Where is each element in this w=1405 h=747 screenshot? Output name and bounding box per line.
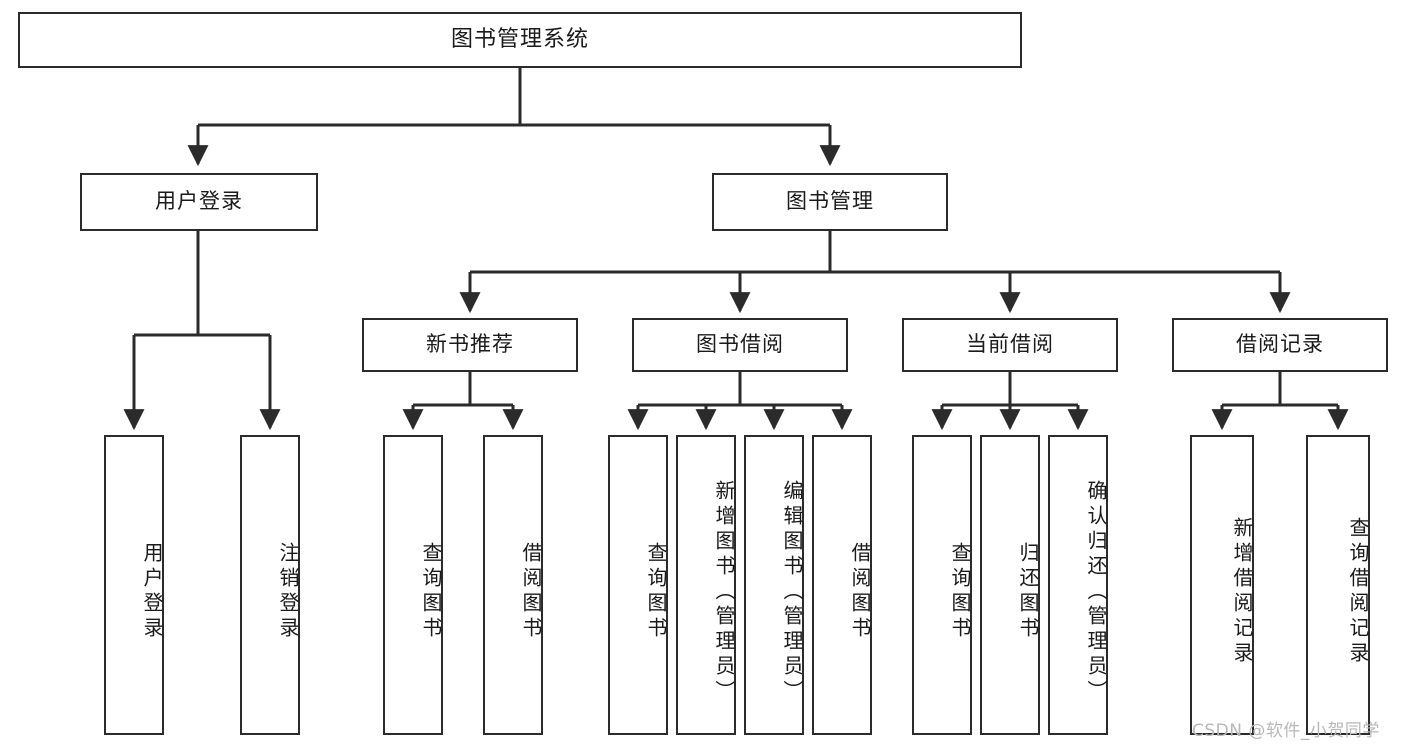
leaf-user-login-signin[interactable]: 用户登录 bbox=[104, 435, 164, 735]
leaf-current-confirm-return[interactable]: 确认归还（管理员） bbox=[1048, 435, 1108, 735]
leaf-record-add[interactable]: 新增借阅记录 bbox=[1190, 435, 1254, 735]
node-book-management[interactable]: 图书管理 bbox=[712, 173, 948, 231]
leaf-record-query[interactable]: 查询借阅记录 bbox=[1306, 435, 1370, 735]
leaf-borrow-edit-book[interactable]: 编辑图书（管理员） bbox=[744, 435, 804, 735]
node-label: 查询图书 bbox=[419, 542, 443, 642]
node-label: 确认归还（管理员） bbox=[1084, 479, 1108, 705]
node-label: 归还图书 bbox=[1016, 542, 1040, 642]
node-label: 借阅记录 bbox=[1236, 332, 1324, 357]
node-label: 新书推荐 bbox=[426, 332, 514, 357]
node-label: 用户登录 bbox=[140, 542, 164, 642]
node-label: 查询图书 bbox=[948, 542, 972, 642]
node-label: 图书管理系统 bbox=[450, 26, 589, 52]
node-root-system[interactable]: 图书管理系统 bbox=[18, 12, 1022, 68]
leaf-new-book-query[interactable]: 查询图书 bbox=[383, 435, 443, 735]
node-new-book-recommend[interactable]: 新书推荐 bbox=[362, 318, 578, 372]
node-label: 新增图书（管理员） bbox=[712, 479, 736, 705]
node-label: 注销登录 bbox=[276, 542, 300, 642]
leaf-borrow-query-book[interactable]: 查询图书 bbox=[608, 435, 668, 735]
node-label: 编辑图书（管理员） bbox=[780, 479, 804, 705]
leaf-current-return-book[interactable]: 归还图书 bbox=[980, 435, 1040, 735]
node-label: 借阅图书 bbox=[848, 542, 872, 642]
node-label: 查询借阅记录 bbox=[1346, 517, 1370, 667]
watermark-text: CSDN @软件_小贺同学 bbox=[1192, 721, 1380, 741]
node-label: 当前借阅 bbox=[966, 332, 1054, 357]
node-current-borrow[interactable]: 当前借阅 bbox=[902, 318, 1118, 372]
node-label: 图书管理 bbox=[786, 189, 874, 214]
leaf-current-query-book[interactable]: 查询图书 bbox=[912, 435, 972, 735]
node-label: 用户登录 bbox=[155, 189, 243, 214]
node-user-login[interactable]: 用户登录 bbox=[80, 173, 318, 231]
leaf-borrow-add-book[interactable]: 新增图书（管理员） bbox=[676, 435, 736, 735]
node-book-borrow[interactable]: 图书借阅 bbox=[632, 318, 848, 372]
leaf-borrow-borrow-book[interactable]: 借阅图书 bbox=[812, 435, 872, 735]
node-label: 新增借阅记录 bbox=[1230, 517, 1254, 667]
leaf-new-book-borrow[interactable]: 借阅图书 bbox=[483, 435, 543, 735]
node-label: 借阅图书 bbox=[519, 542, 543, 642]
node-borrow-record[interactable]: 借阅记录 bbox=[1172, 318, 1388, 372]
node-label: 查询图书 bbox=[644, 542, 668, 642]
leaf-user-login-signout[interactable]: 注销登录 bbox=[240, 435, 300, 735]
node-label: 图书借阅 bbox=[696, 332, 784, 357]
